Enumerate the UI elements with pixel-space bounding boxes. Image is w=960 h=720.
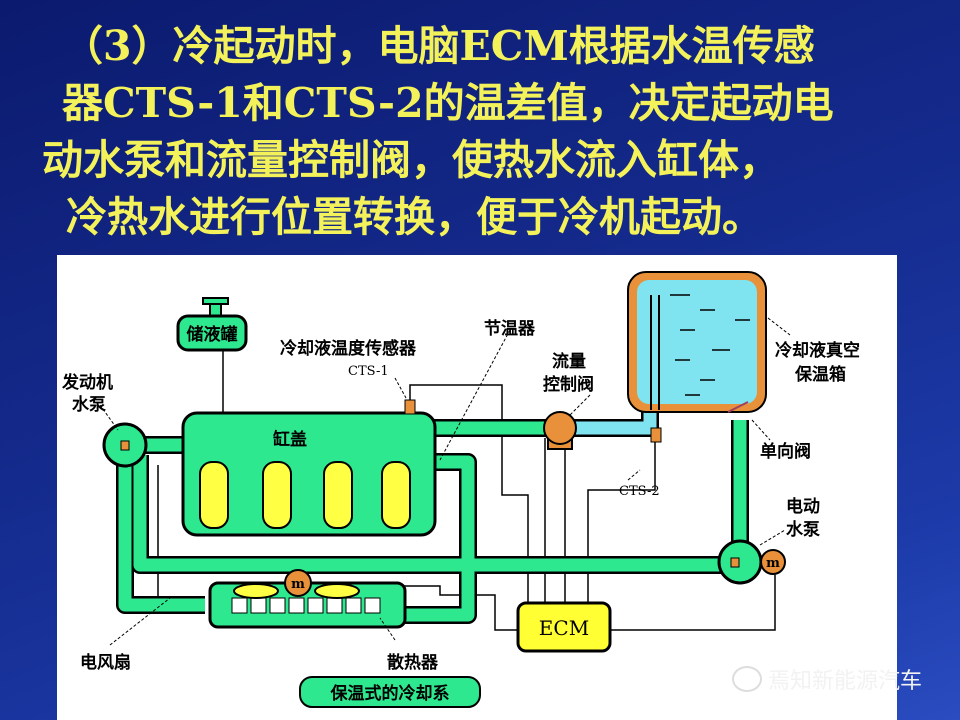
cylinder [323,461,353,529]
label-cts1: CTS-1 [348,364,389,379]
svg-text:储液罐: 储液罐 [187,324,238,345]
label-engine-pump: 发动机 [61,372,113,393]
label-electric-pump: 电动 [786,496,820,517]
cylinder [262,461,292,529]
control-wires [157,348,776,631]
cts2-sensor [650,427,662,443]
label-tank: 冷却液真空 [775,340,860,361]
label-flow-valve: 流量 [552,351,586,372]
label-cts2: CTS-2 [619,484,660,499]
label-thermostat: 节温器 [484,318,536,339]
slide-title: （3）冷起动时，电脑ECM根据水温传感 器CTS-1和CTS-2的温差值，决定起… [0,18,960,246]
svg-text:缸盖: 缸盖 [273,429,307,450]
watermark-text: 焉知新能源汽车 [768,669,923,694]
title-line: 冷热水进行位置转换，便于冷机起动。 [66,193,763,241]
svg-text:m: m [766,556,780,571]
title-line: 器CTS-1和CTS-2的温差值，决定起动电 [62,79,834,127]
title-line: 动水泵和流量控制阀，使热水流入缸体， [42,136,780,184]
fan-motor-icon [284,569,312,597]
electric-fan: m [233,569,360,599]
label-flow-valve: 控制阀 [543,374,594,395]
watermark: 焉知新能源汽车 [732,663,922,695]
label-electric-fan: 电风扇 [80,652,131,673]
pump-motor-icon [760,549,786,575]
svg-text:保温式的冷却系: 保温式的冷却系 [330,683,450,704]
vacuum-insulated-tank [627,271,767,443]
cylinder [381,461,411,529]
electric-water-pump: m [717,539,786,585]
label-radiator: 散热器 [387,652,439,673]
title-line: （3）冷起动时，电脑ECM根据水温传感 [62,22,815,70]
flow-control-valve [543,411,577,450]
label-coolant-temp-sensor: 冷却液温度传感器 [280,338,417,359]
label-engine-pump: 水泵 [72,394,106,415]
engine-water-pump [102,422,148,468]
label-tank: 保温箱 [794,364,846,385]
svg-text:m: m [291,577,305,592]
label-check-valve: 单向阀 [760,441,811,462]
diagram-caption: 保温式的冷却系 [299,676,481,708]
ecm-unit: ECM [516,601,612,653]
wechat-icon [732,666,762,692]
check-valve-flap [727,401,749,413]
cylinder [199,461,229,529]
reservoir-tank: 储液罐 [176,297,248,352]
svg-text:ECM: ECM [539,616,589,640]
cts1-sensor [404,399,416,415]
engine-block: 缸盖 [181,399,437,537]
label-electric-pump: 水泵 [786,519,820,540]
